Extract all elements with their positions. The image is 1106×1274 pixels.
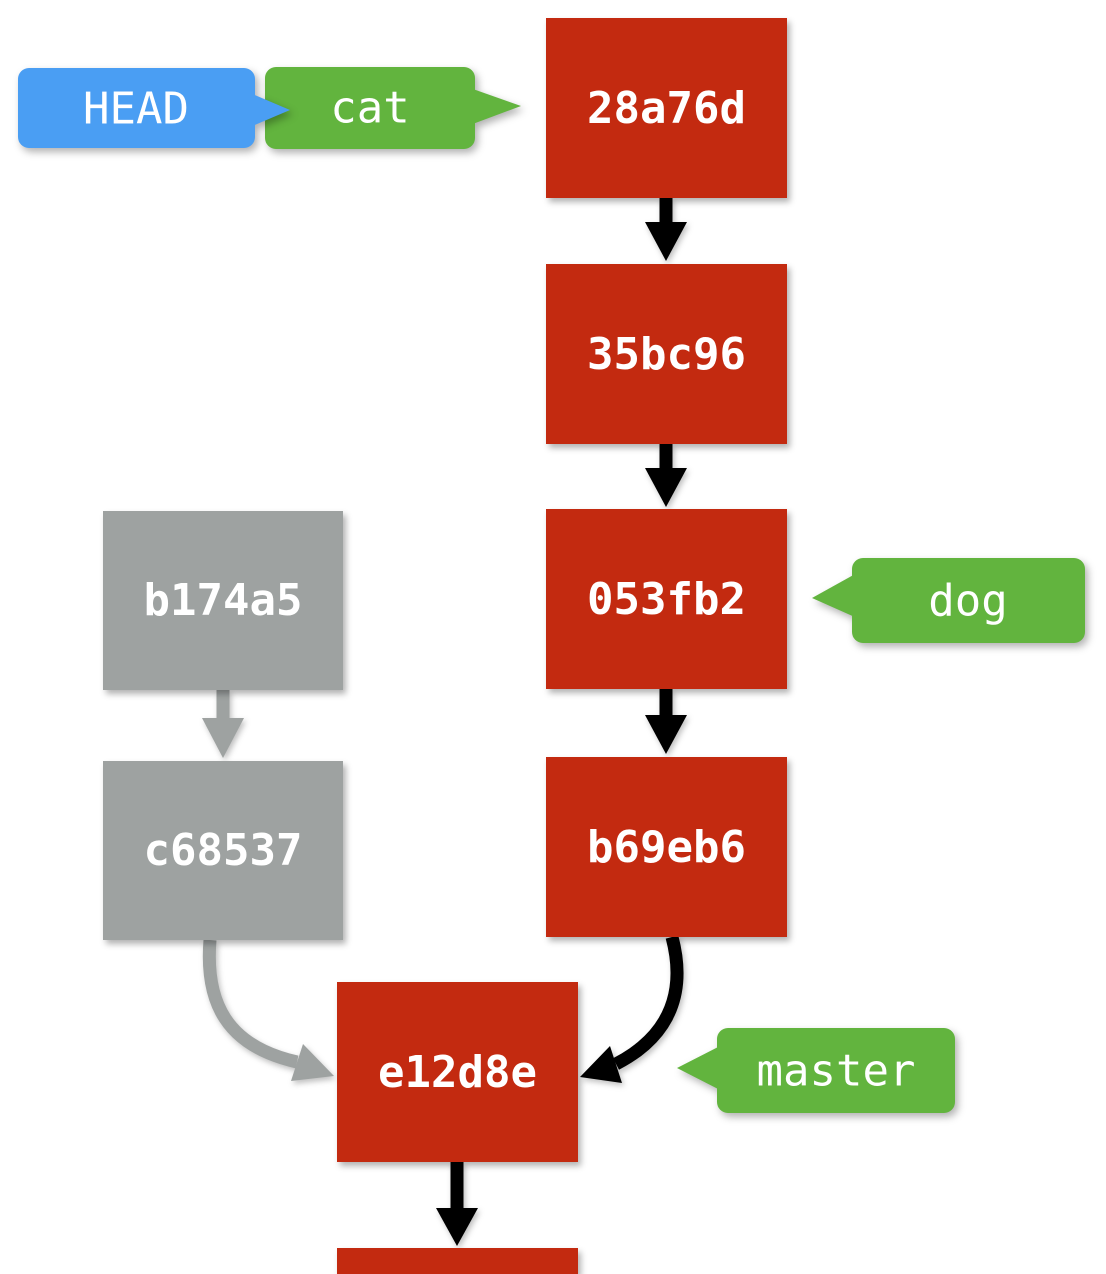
edge-053fb2-b69eb6 bbox=[645, 689, 687, 754]
tag-label: master bbox=[757, 1046, 916, 1097]
edge-c68537-e12d8e bbox=[202, 939, 334, 1081]
commit-box-c68537: c68537 bbox=[103, 761, 343, 940]
tag-body bbox=[717, 1028, 955, 1113]
branch-tag-dog: dog bbox=[812, 558, 1085, 643]
edge-curve bbox=[202, 939, 299, 1069]
head-tag: HEAD bbox=[18, 68, 290, 148]
commit-box-053fb2: 053fb2 bbox=[546, 509, 787, 689]
tag-bubble-right-pointer bbox=[18, 68, 290, 148]
arrowhead-left bbox=[580, 1046, 622, 1083]
arrowhead-down bbox=[436, 1208, 478, 1246]
tag-bubble-left-pointer bbox=[677, 1028, 955, 1113]
tag-body bbox=[18, 68, 255, 148]
tag-label: cat bbox=[330, 83, 409, 134]
commit-box-28a76d: 28a76d bbox=[546, 18, 787, 198]
commit-hash: 28a76d bbox=[587, 82, 746, 134]
arrowhead-down bbox=[645, 222, 687, 261]
commit-hash: e12d8e bbox=[378, 1046, 537, 1098]
commit-box-bottom-partial bbox=[337, 1248, 578, 1274]
commit-hash: b69eb6 bbox=[587, 821, 746, 873]
edge-35bc96-053fb2 bbox=[645, 444, 687, 507]
tag-body bbox=[852, 558, 1085, 643]
edge-e12d8e-bottom bbox=[436, 1162, 478, 1246]
tag-label: HEAD bbox=[83, 84, 189, 135]
arrowhead-down bbox=[202, 718, 244, 758]
tag-bubble-left-pointer bbox=[812, 558, 1085, 643]
commit-box-b69eb6: b69eb6 bbox=[546, 757, 787, 937]
commit-hash: b174a5 bbox=[143, 575, 303, 626]
tag-bubble-right-pointer bbox=[265, 67, 521, 149]
edge-28a76d-35bc96 bbox=[645, 198, 687, 261]
arrowhead-down bbox=[645, 468, 687, 507]
tag-pointer-right bbox=[470, 88, 521, 125]
commit-box-b174a5: b174a5 bbox=[103, 511, 343, 690]
commit-hash: 053fb2 bbox=[587, 573, 746, 625]
branch-tag-master: master bbox=[677, 1028, 955, 1113]
commit-box-35bc96: 35bc96 bbox=[546, 264, 787, 444]
commit-hash: 35bc96 bbox=[587, 328, 746, 380]
commit-box-e12d8e: e12d8e bbox=[337, 982, 578, 1162]
tag-body bbox=[265, 67, 475, 149]
tag-pointer-right bbox=[250, 93, 290, 127]
tag-pointer-left bbox=[812, 573, 857, 618]
arrowhead-right bbox=[291, 1044, 334, 1081]
tag-pointer-left bbox=[677, 1045, 722, 1091]
tag-label: dog bbox=[928, 576, 1007, 627]
branch-tag-cat: cat bbox=[265, 67, 521, 149]
arrowhead-down bbox=[645, 715, 687, 754]
edge-curve bbox=[612, 935, 684, 1070]
edge-b69eb6-e12d8e bbox=[580, 935, 684, 1083]
edge-b174a5-c68537 bbox=[202, 690, 244, 758]
commit-hash: c68537 bbox=[143, 825, 303, 876]
